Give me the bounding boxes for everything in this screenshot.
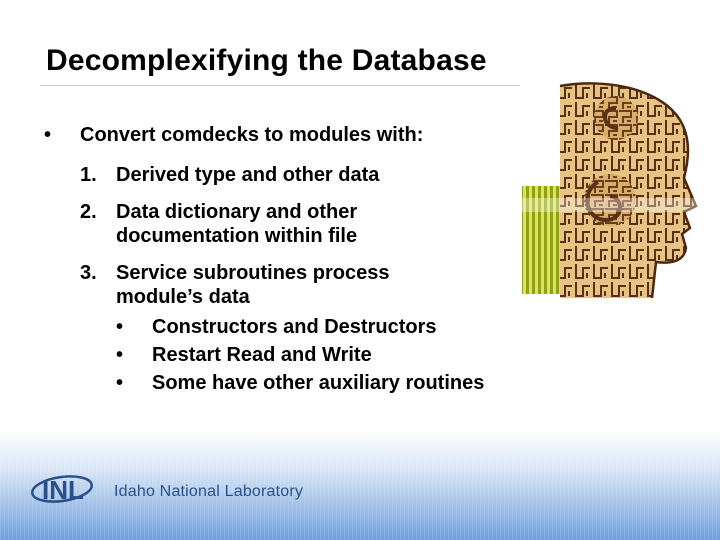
numbered-item-3-line-1: Service subroutines process: [116, 262, 390, 284]
inl-logo-mark: INL: [30, 475, 94, 505]
sub-bullet-1-text: Constructors and Destructors: [152, 316, 437, 338]
numbered-item-3-line-2: module’s data: [116, 286, 250, 308]
inl-logo: INL Idaho National Laboratory: [28, 465, 303, 515]
footer-band: [0, 430, 720, 540]
slide-title: Decomplexifying the Database: [46, 44, 487, 77]
inl-logo-text: Idaho National Laboratory: [114, 483, 304, 500]
slide-body: • Convert comdecks to modules with: 1. D…: [44, 124, 485, 394]
sub-bullet-3-marker: •: [116, 372, 124, 394]
numbered-item-1-number: 1.: [80, 164, 97, 186]
main-bullet-marker: •: [44, 124, 52, 146]
main-bullet-text: Convert comdecks to modules with:: [80, 124, 424, 146]
numbered-item-1-line-1: Derived type and other data: [116, 164, 380, 186]
title-divider: [40, 85, 595, 86]
numbered-item-2-line-1: Data dictionary and other: [116, 201, 358, 223]
sub-bullet-2-text: Restart Read and Write: [152, 344, 372, 366]
sub-bullet-3-text: Some have other auxiliary routines: [152, 372, 485, 394]
sub-bullet-1-marker: •: [116, 316, 124, 338]
footer-texture: [0, 430, 720, 540]
numbered-item-2-number: 2.: [80, 201, 97, 223]
inl-logo-letters: INL: [42, 475, 84, 505]
sub-bullet-2-marker: •: [116, 344, 124, 366]
maze-head-illustration: [520, 82, 698, 298]
numbered-item-2-line-2: documentation within file: [116, 225, 358, 247]
numbered-item-3-number: 3.: [80, 262, 97, 284]
